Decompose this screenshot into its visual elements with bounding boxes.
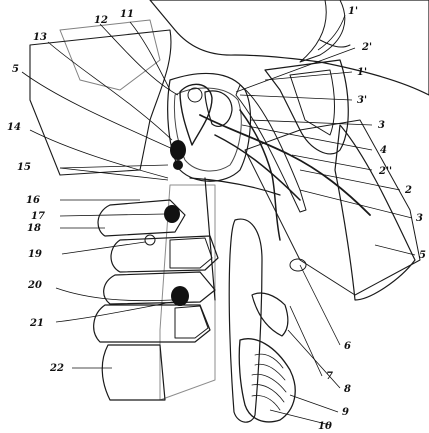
label-3-upper: 3 [378, 120, 385, 131]
label-2: 2 [404, 185, 412, 196]
label-20: 20 [27, 280, 42, 291]
label-4: 4 [380, 145, 387, 156]
label-1-prime-top: 1' [348, 6, 358, 17]
figure-labels: 1' 11 12 13 5 2' 1' 3' 3 4 2'' 2 3 5 14 … [7, 6, 426, 432]
skull-base [150, 0, 429, 95]
label-8: 8 [344, 384, 351, 395]
label-17: 17 [31, 211, 45, 222]
label-3-prime: 3' [357, 95, 367, 106]
label-2-double-prime: 2'' [378, 166, 392, 177]
label-2-prime: 2' [361, 42, 372, 53]
label-6: 6 [344, 341, 351, 352]
label-10: 10 [318, 421, 332, 432]
label-13: 13 [33, 32, 47, 43]
label-14: 14 [7, 122, 21, 133]
label-16: 16 [26, 195, 40, 206]
nerve-trunks [190, 110, 370, 300]
label-22: 22 [49, 363, 64, 374]
label-12: 12 [94, 15, 108, 26]
label-3-lower: 3 [416, 213, 423, 224]
label-11: 11 [120, 9, 134, 20]
occipital-region [30, 20, 171, 175]
vertebral-column [94, 185, 218, 400]
label-18: 18 [27, 223, 41, 234]
label-15: 15 [17, 162, 31, 173]
styloid-process [236, 85, 306, 212]
label-21: 21 [29, 318, 44, 329]
label-1-prime-mid: 1' [357, 67, 367, 78]
label-5-right: 5 [419, 250, 426, 261]
label-5-left: 5 [12, 64, 19, 75]
label-19: 19 [28, 249, 42, 260]
label-7: 7 [326, 371, 333, 382]
label-9: 9 [342, 407, 349, 418]
